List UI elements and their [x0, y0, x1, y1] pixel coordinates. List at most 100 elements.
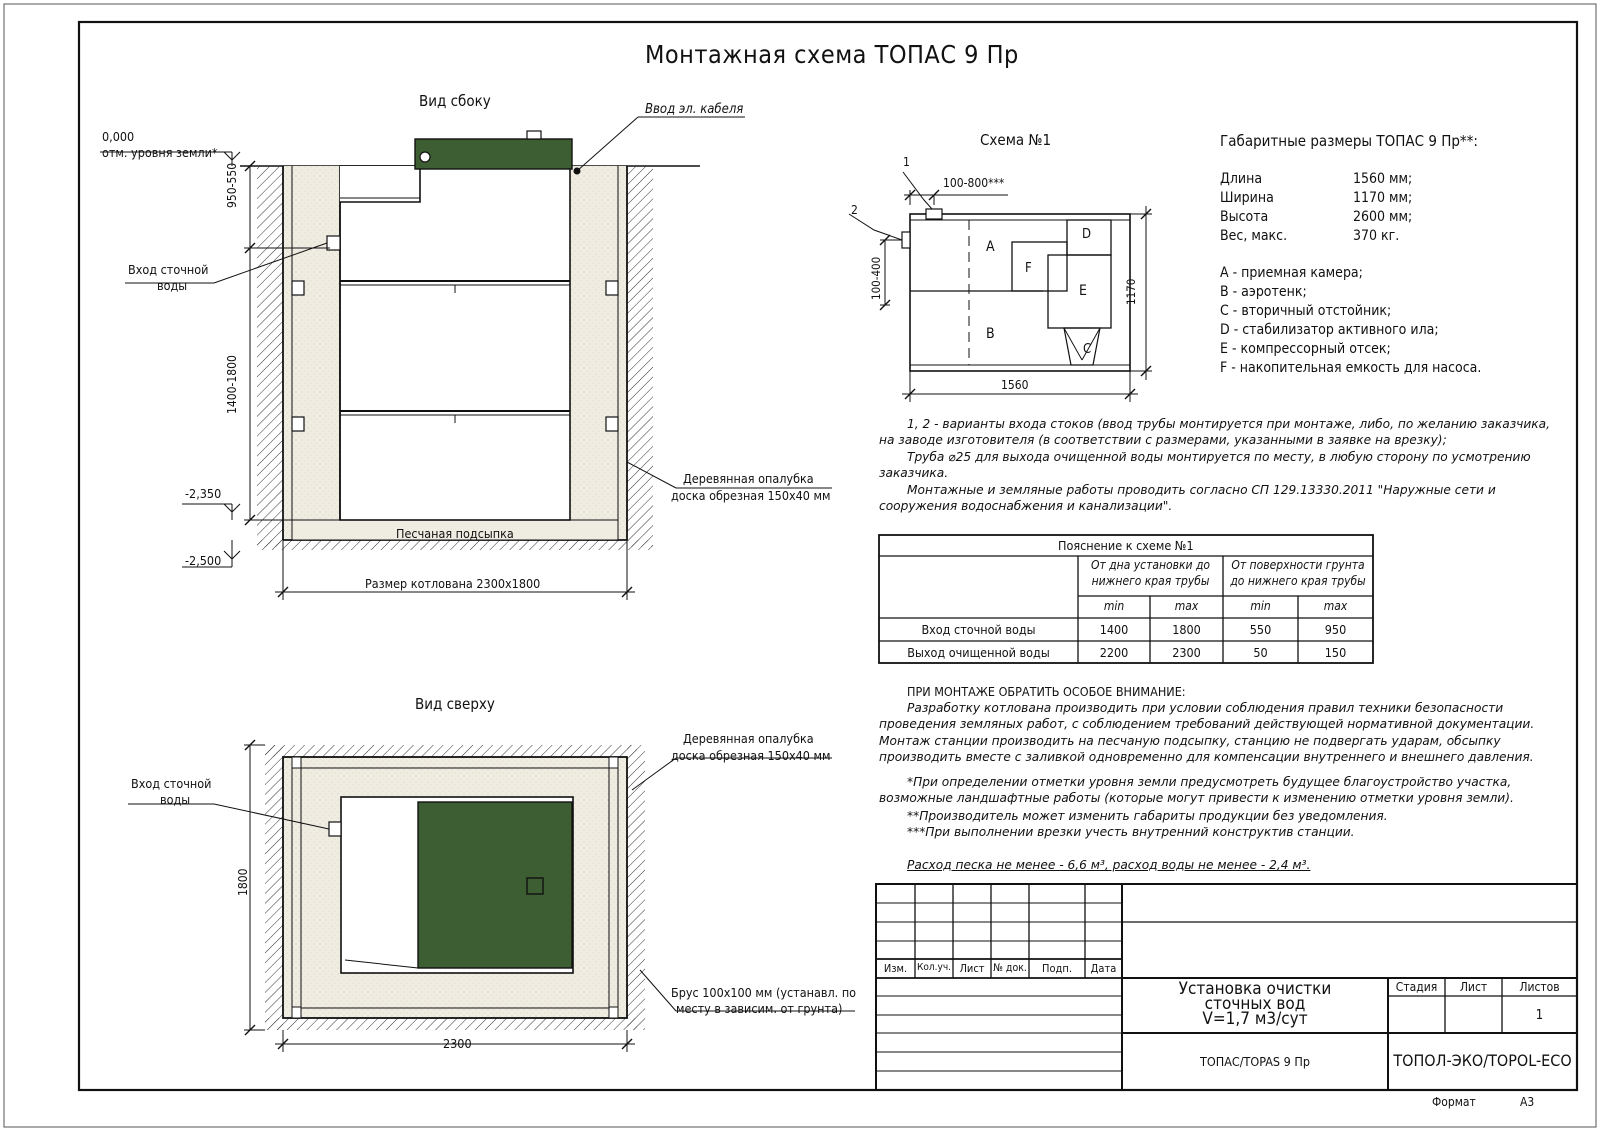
- footnote-insertion: ***При выполнении врезки учесть внутренн…: [907, 825, 1355, 839]
- table-cell: 50: [1253, 645, 1268, 660]
- consumption-note: Расход песка не менее - 6,6 м³, расход в…: [907, 858, 1311, 872]
- tb-name-line2: сточных вод: [1204, 994, 1306, 1014]
- dim-top-width: 2300: [443, 1036, 472, 1051]
- zone-d: D: [1082, 227, 1092, 242]
- scheme-mark-2: 2: [851, 203, 858, 217]
- tb-stage-label: Стадия: [1395, 980, 1438, 994]
- scheme-dim-left: 100-400: [869, 256, 883, 300]
- legend-item: E - компрессорный отсек;: [1220, 341, 1391, 357]
- tb-col-header: Подп.: [1042, 962, 1072, 975]
- tb-name-line1: Установка очистки: [1178, 979, 1332, 999]
- tb-format-label: Формат: [1432, 1095, 1476, 1109]
- dim-upper: 950-550: [225, 162, 239, 208]
- scheme-mark-1: 1: [903, 155, 910, 169]
- table-row-label: Вход сточной воды: [921, 622, 1036, 637]
- top-view-label: Вид сверху: [415, 695, 495, 713]
- dimensions-heading: Габаритные размеры ТОПАС 9 Пр**:: [1220, 132, 1478, 150]
- table-cell: 1800: [1172, 622, 1201, 637]
- top-view: [128, 739, 855, 1052]
- dim-name: Вес, макс.: [1220, 228, 1288, 244]
- explanation-table-grid: [878, 534, 1374, 664]
- formwork-label-line1: Деревянная опалубка: [683, 471, 814, 486]
- ground-level-note: отм. уровня земли*: [102, 145, 218, 160]
- sewage-inlet-label-line2: воды: [157, 278, 188, 293]
- sewage-inlet-label-line1: Вход сточной: [128, 262, 209, 277]
- table-row-label: Выход очищенной воды: [907, 645, 1050, 660]
- top-formwork-line2: доска обрезная 150х40 мм: [671, 748, 831, 763]
- beam-label-line1: Брус 100х100 мм (устанавл. по: [671, 985, 857, 1000]
- tb-company: ТОПОЛ-ЭКО/TOPOL-ECO: [1393, 1051, 1572, 1070]
- table-sub-min: min: [1103, 599, 1125, 613]
- footnote-ground-level: *При определении отметки уровня земли пр…: [879, 775, 1514, 806]
- tb-col-header: Лист: [959, 962, 985, 975]
- zone-e: E: [1079, 283, 1087, 299]
- dim-value: 370 кг.: [1353, 228, 1400, 244]
- dim-value: 1560 мм;: [1353, 171, 1413, 187]
- zone-f: F: [1025, 261, 1032, 276]
- tb-format-value: А3: [1520, 1095, 1535, 1109]
- tb-product: ТОПАС/TOPAS 9 Пр: [1200, 1054, 1310, 1069]
- side-view-label: Вид сбоку: [419, 92, 491, 110]
- scheme-1: [848, 171, 1152, 402]
- tb-col-header: Изм.: [883, 962, 908, 975]
- attention-text: Разработку котлована производить при усл…: [879, 701, 1535, 764]
- note-inlet-variants: 1, 2 - варианты входа стоков (ввод трубы…: [879, 417, 1551, 448]
- zone-b: B: [986, 326, 995, 342]
- zone-c: C: [1083, 342, 1092, 357]
- zone-a: A: [986, 239, 995, 255]
- table-sub-max: max: [1323, 599, 1348, 613]
- note-outlet-pipe: Труба ⌀25 для выхода очищенной воды монт…: [879, 450, 1531, 481]
- side-view: [100, 116, 832, 600]
- table-cell: 550: [1249, 622, 1272, 637]
- legend-item: D - стабилизатор активного ила;: [1220, 322, 1439, 338]
- dim-value: 1170 мм;: [1353, 190, 1413, 206]
- table-cell: 2200: [1099, 645, 1129, 660]
- table-cell: 2300: [1172, 645, 1201, 660]
- top-sewage-inlet-line2: воды: [160, 792, 191, 807]
- dim-value: 2600 мм;: [1353, 209, 1413, 225]
- dim-top-height: 1800: [236, 868, 250, 896]
- scheme-dim-right: 1170: [1124, 278, 1138, 305]
- title-block-grid: [875, 883, 1578, 1091]
- page-title: Монтажная схема ТОПАС 9 Пр: [645, 40, 1019, 69]
- dim-lower: 1400-1800: [225, 355, 239, 414]
- table-cell: 1400: [1099, 622, 1129, 637]
- beam-label-line2: месту в зависим. от грунта): [676, 1001, 843, 1016]
- tb-sheets-value: 1: [1535, 1008, 1544, 1023]
- level-mid: -2,350: [185, 486, 222, 501]
- tb-col-header: Кол.уч.: [917, 962, 951, 973]
- table-sub-min: min: [1250, 599, 1271, 613]
- sand-bed-label: Песчаная подсыпка: [396, 526, 514, 541]
- tb-sheets-label: Листов: [1519, 980, 1560, 994]
- scheme-dim-bottom: 1560: [1001, 378, 1029, 392]
- scheme-dim-top: 100-800***: [943, 176, 1005, 190]
- level-bottom: -2,500: [185, 553, 222, 568]
- scheme-label: Схема №1: [980, 131, 1052, 149]
- table-cell: 950: [1324, 622, 1347, 637]
- attention-heading: ПРИ МОНТАЖЕ ОБРАТИТЬ ОСОБОЕ ВНИМАНИЕ:: [907, 684, 1186, 699]
- footnote-dimensions: **Производитель может изменить габариты …: [907, 809, 1388, 823]
- table-sub-max: max: [1174, 599, 1199, 613]
- dim-name: Ширина: [1220, 190, 1274, 206]
- table-group1-line2: нижнего края трубы: [1091, 574, 1210, 588]
- dim-name: Длина: [1220, 171, 1263, 187]
- pit-size-label: Размер котлована 2300х1800: [365, 576, 541, 591]
- legend-item: B - аэротенк;: [1220, 284, 1307, 300]
- ground-level-value: 0,000: [102, 129, 135, 144]
- table-cell: 150: [1324, 645, 1347, 660]
- tb-col-header: № док.: [993, 962, 1027, 974]
- table-group2-line1: От поверхности грунта: [1231, 558, 1365, 572]
- tb-col-header: Дата: [1090, 962, 1117, 975]
- formwork-label-line2: доска обрезная 150х40 мм: [671, 488, 831, 503]
- top-formwork-line1: Деревянная опалубка: [683, 731, 814, 746]
- legend-item: C - вторичный отстойник;: [1220, 303, 1392, 319]
- table-group2-line2: до нижнего края трубы: [1230, 574, 1366, 588]
- outer-border: [3, 3, 1597, 1128]
- table-title: Пояснение к схеме №1: [1058, 538, 1194, 553]
- legend-item: F - накопительная емкость для насоса.: [1220, 360, 1482, 376]
- frame-border: [77, 20, 1579, 1092]
- table-group1-line1: От дна установки до: [1090, 558, 1211, 572]
- cable-inlet-label: Ввод эл. кабеля: [645, 102, 744, 117]
- legend-item: A - приемная камера;: [1220, 265, 1363, 281]
